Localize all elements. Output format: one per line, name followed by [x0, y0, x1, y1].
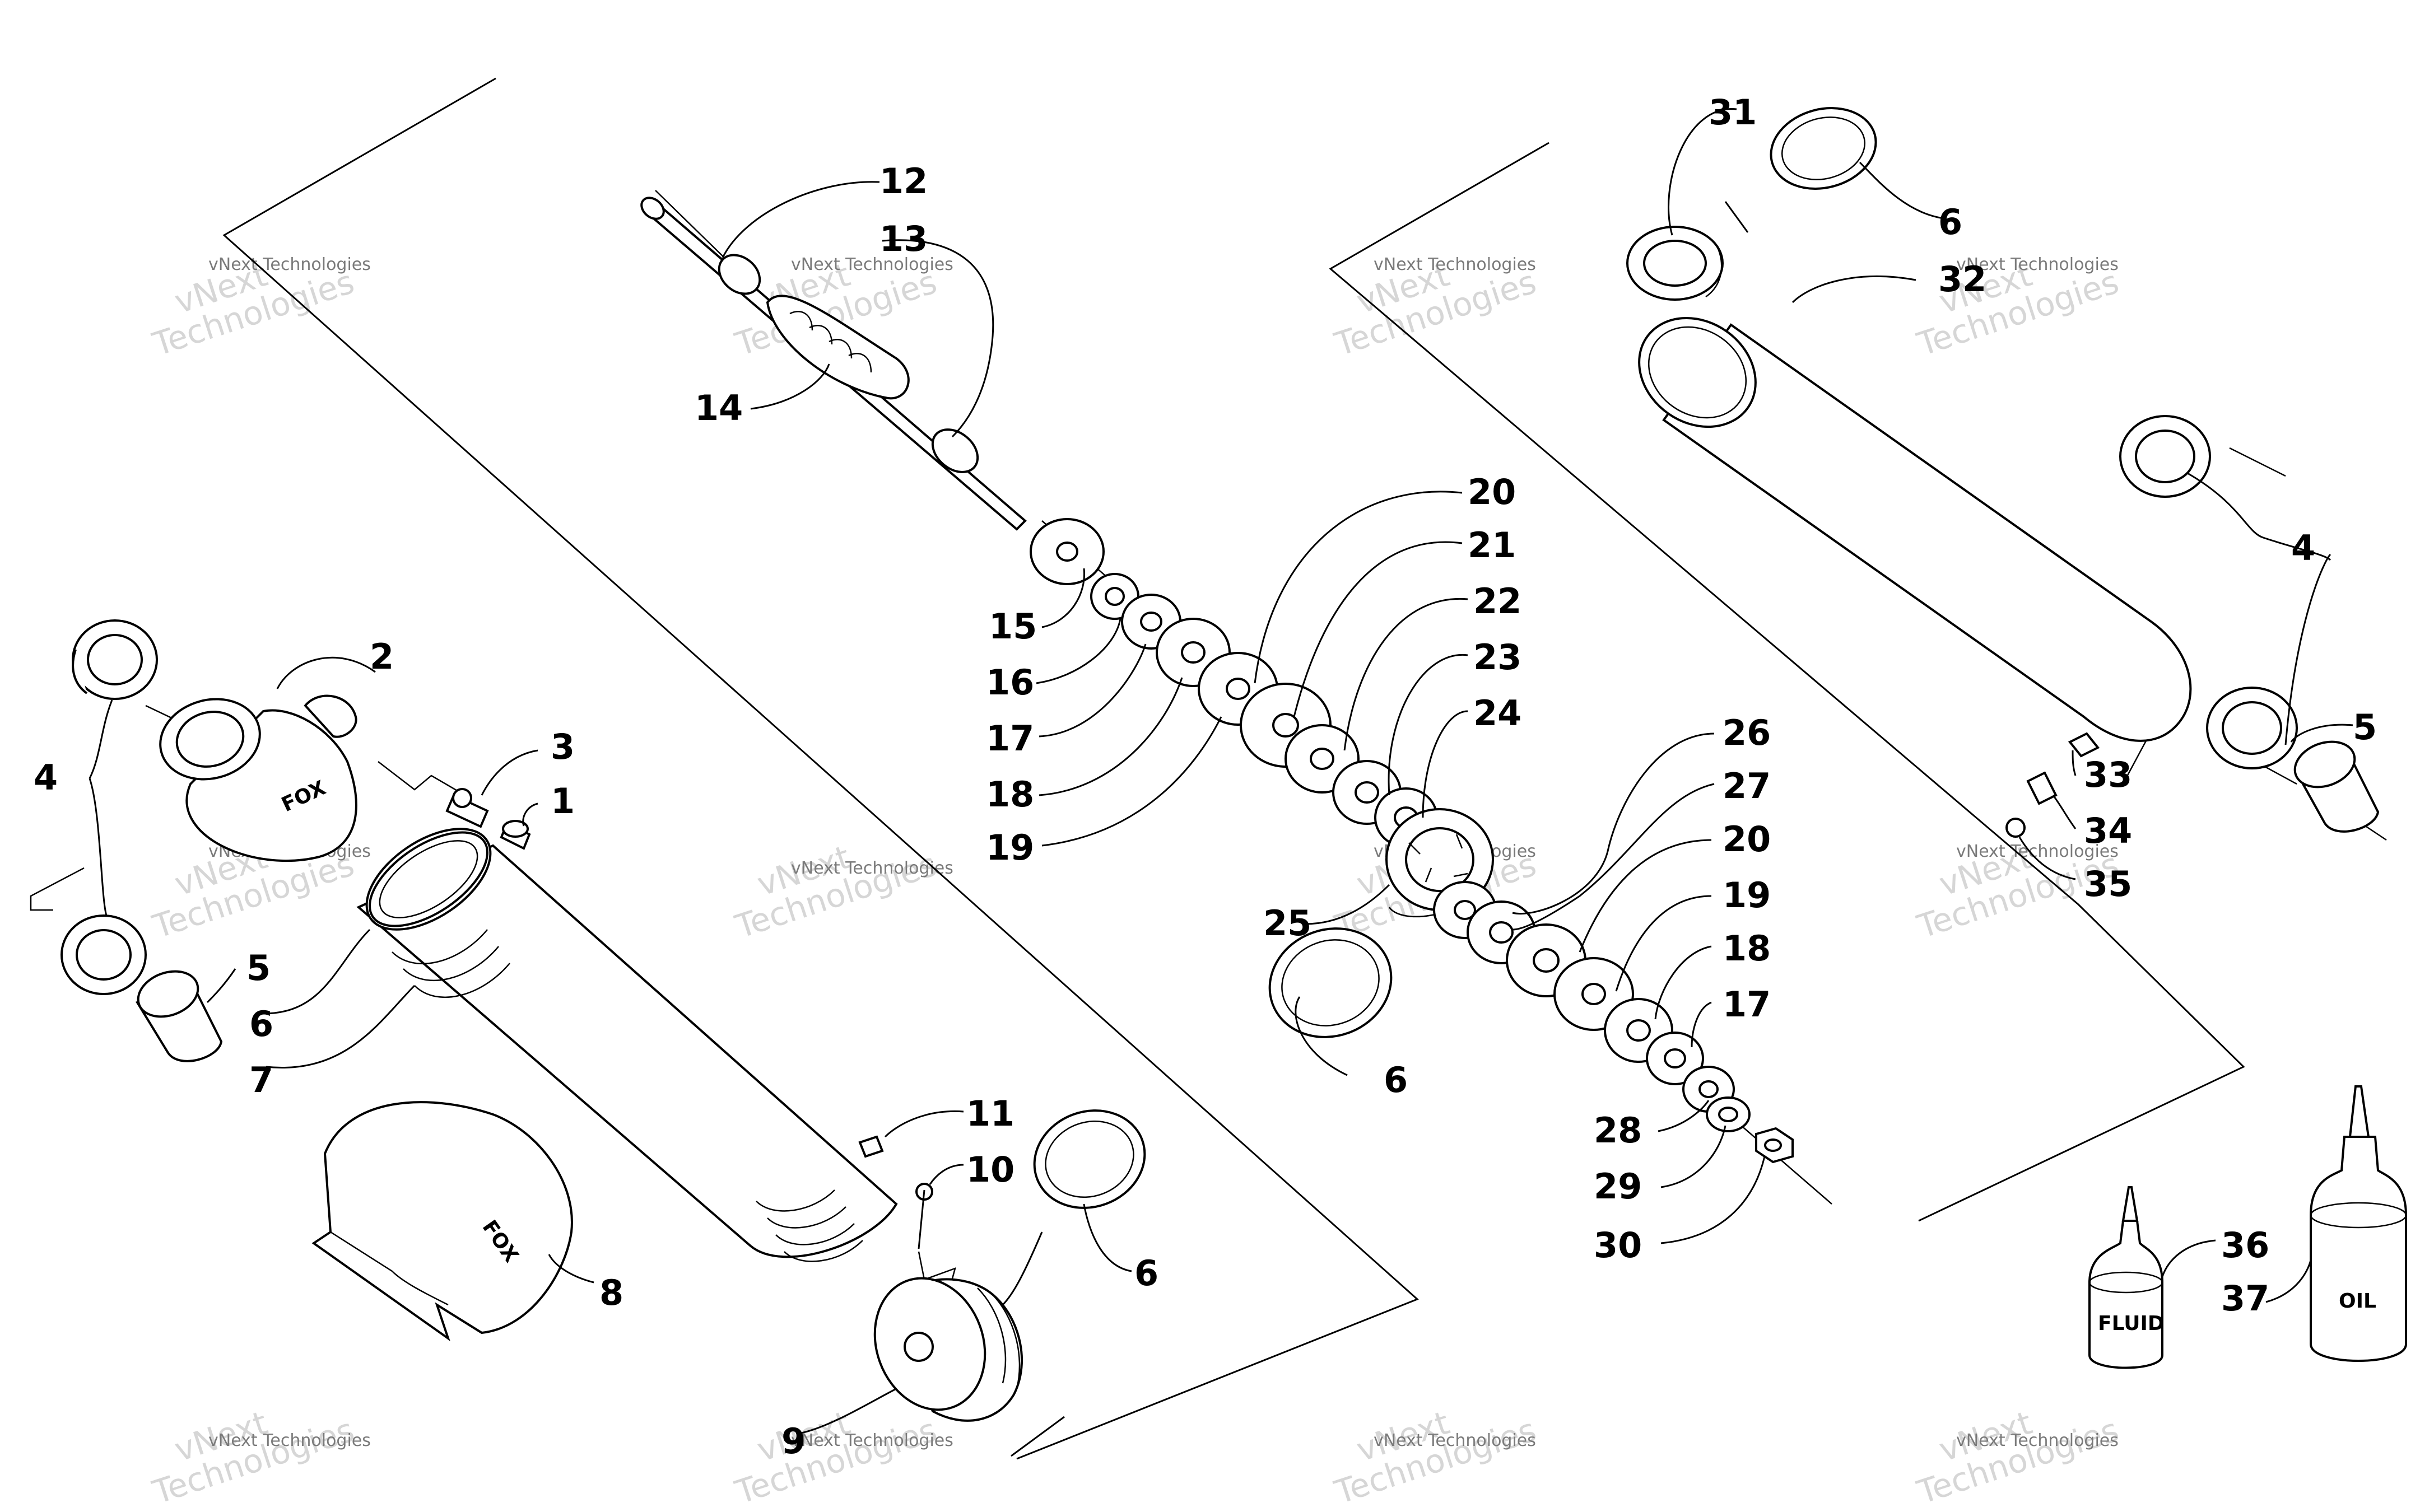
callout-27: 27	[1723, 766, 1771, 806]
callout-15: 15	[989, 606, 1037, 647]
assembly-plane-outlines	[222, 77, 2245, 1460]
callout-10: 10	[966, 1149, 1014, 1190]
bushing-top-left	[72, 619, 158, 700]
right-plane-outline	[1329, 142, 2245, 1222]
callout-6-mid: 6	[1384, 1060, 1408, 1100]
callout-3: 3	[551, 726, 575, 767]
grease-fitting-3	[445, 788, 489, 828]
shim-stack	[1030, 518, 1794, 1164]
shim-17b	[1646, 1032, 1704, 1085]
plug-33	[2068, 732, 2100, 758]
bushing-top-right	[2119, 415, 2211, 498]
leader-lines	[89, 108, 2353, 1435]
callout-35: 35	[2084, 864, 2132, 904]
callout-17-bottom: 17	[1723, 984, 1771, 1025]
left-plane-outline	[222, 77, 1419, 1460]
callout-18: 18	[986, 774, 1034, 815]
callout-37: 37	[2221, 1278, 2269, 1319]
reservoir-end-cap	[873, 1277, 1023, 1422]
callout-19-bottom: 19	[1723, 875, 1771, 916]
callout-4-right: 4	[2291, 528, 2315, 568]
callout-24: 24	[1473, 693, 1521, 734]
callout-20-top: 20	[1468, 472, 1516, 512]
reservoir-cylinder-32	[1638, 316, 2192, 742]
callout-31: 31	[1709, 92, 1757, 133]
callout-21: 21	[1468, 525, 1516, 566]
fluid-bottle-36: FLUID	[2088, 1186, 2165, 1369]
watermark-text: vNext Technologies	[791, 1431, 953, 1450]
callout-33: 33	[2084, 754, 2132, 795]
callout-22: 22	[1473, 581, 1521, 622]
callout-28: 28	[1594, 1110, 1642, 1151]
watermark-text: vNext Technologies	[1374, 1431, 1536, 1450]
callout-12: 12	[879, 161, 928, 202]
watermark-text: vNext Technologies	[1956, 255, 2119, 274]
spacer-right	[2293, 740, 2380, 833]
callout-23: 23	[1473, 637, 1521, 678]
callout-6-top: 6	[1938, 202, 1962, 242]
upper-eye-mount: FOX	[159, 694, 357, 862]
callout-7: 7	[249, 1060, 273, 1100]
callout-8: 8	[599, 1272, 623, 1313]
callout-2: 2	[370, 636, 394, 677]
washer-15	[1030, 518, 1105, 585]
callout-5-left: 5	[246, 948, 271, 988]
bushing-bottom-left	[61, 914, 147, 995]
callout-14: 14	[695, 388, 743, 428]
callout-19: 19	[986, 827, 1034, 868]
bushing-bottom-right	[2206, 687, 2298, 769]
nut-29	[1706, 1096, 1751, 1132]
bumper-14	[766, 295, 910, 400]
watermark-text: vNext Technologies	[1956, 1431, 2119, 1450]
callout-4-left: 4	[34, 757, 58, 798]
plug-11	[858, 1135, 884, 1158]
callout-36: 36	[2221, 1225, 2269, 1266]
callout-6-lower: 6	[1134, 1253, 1158, 1294]
reservoir-assembly	[1626, 107, 2380, 838]
seal-ring-6-top	[1770, 107, 1877, 190]
protective-sleeve: FOX	[311, 1101, 573, 1342]
valve-34	[2026, 771, 2058, 805]
callout-13: 13	[879, 218, 928, 259]
callout-32: 32	[1938, 259, 1986, 300]
shaft-assembly	[640, 197, 1027, 531]
callout-6-left: 6	[249, 1004, 273, 1044]
callout-29: 29	[1594, 1166, 1642, 1207]
callout-5-right: 5	[2353, 707, 2377, 748]
callout-18-bottom: 18	[1723, 928, 1771, 969]
watermark-text: vNext Technologies	[791, 858, 953, 878]
plane-corner	[1011, 1416, 1065, 1457]
watermark-text: vNext Technologies	[208, 1431, 371, 1450]
watermark-text: vNext Technologies	[791, 255, 953, 274]
seal-ring-lower	[1033, 1109, 1146, 1209]
callout-9: 9	[781, 1421, 806, 1462]
nut-30	[1755, 1127, 1794, 1164]
callout-17: 17	[986, 718, 1034, 759]
seal-ring-6-mid	[1268, 927, 1393, 1038]
shock-body-assembly: FOX	[61, 619, 1146, 1422]
callout-30: 30	[1594, 1225, 1642, 1266]
watermark-text: vNext Technologies	[208, 255, 371, 274]
watermark-text: vNext Technologies	[1956, 842, 2119, 861]
shaft-collar-13	[718, 254, 979, 473]
callout-numbers: 1 2 3 4 5 6 7 8 9 10 11 12 13 14 15 16 1…	[34, 92, 2377, 1462]
callout-34: 34	[2084, 810, 2132, 851]
reservoir-cap-31	[1626, 226, 1724, 301]
callout-26: 26	[1723, 712, 1771, 753]
watermark-text: vNext Technologies	[1374, 255, 1536, 274]
fluid-label: FLUID	[2098, 1312, 2165, 1335]
spacer-left	[135, 970, 223, 1062]
grease-cap-1	[500, 820, 531, 850]
wear-ring-left	[369, 831, 488, 927]
callout-11: 11	[966, 1093, 1014, 1134]
callout-20-bottom: 20	[1723, 819, 1771, 860]
ball-35	[2005, 818, 2026, 838]
callout-1: 1	[551, 781, 575, 822]
callout-16: 16	[986, 662, 1034, 703]
callout-25: 25	[1263, 903, 1311, 944]
oil-bottle-37: OIL	[2310, 1085, 2407, 1362]
oil-label: OIL	[2339, 1290, 2376, 1313]
